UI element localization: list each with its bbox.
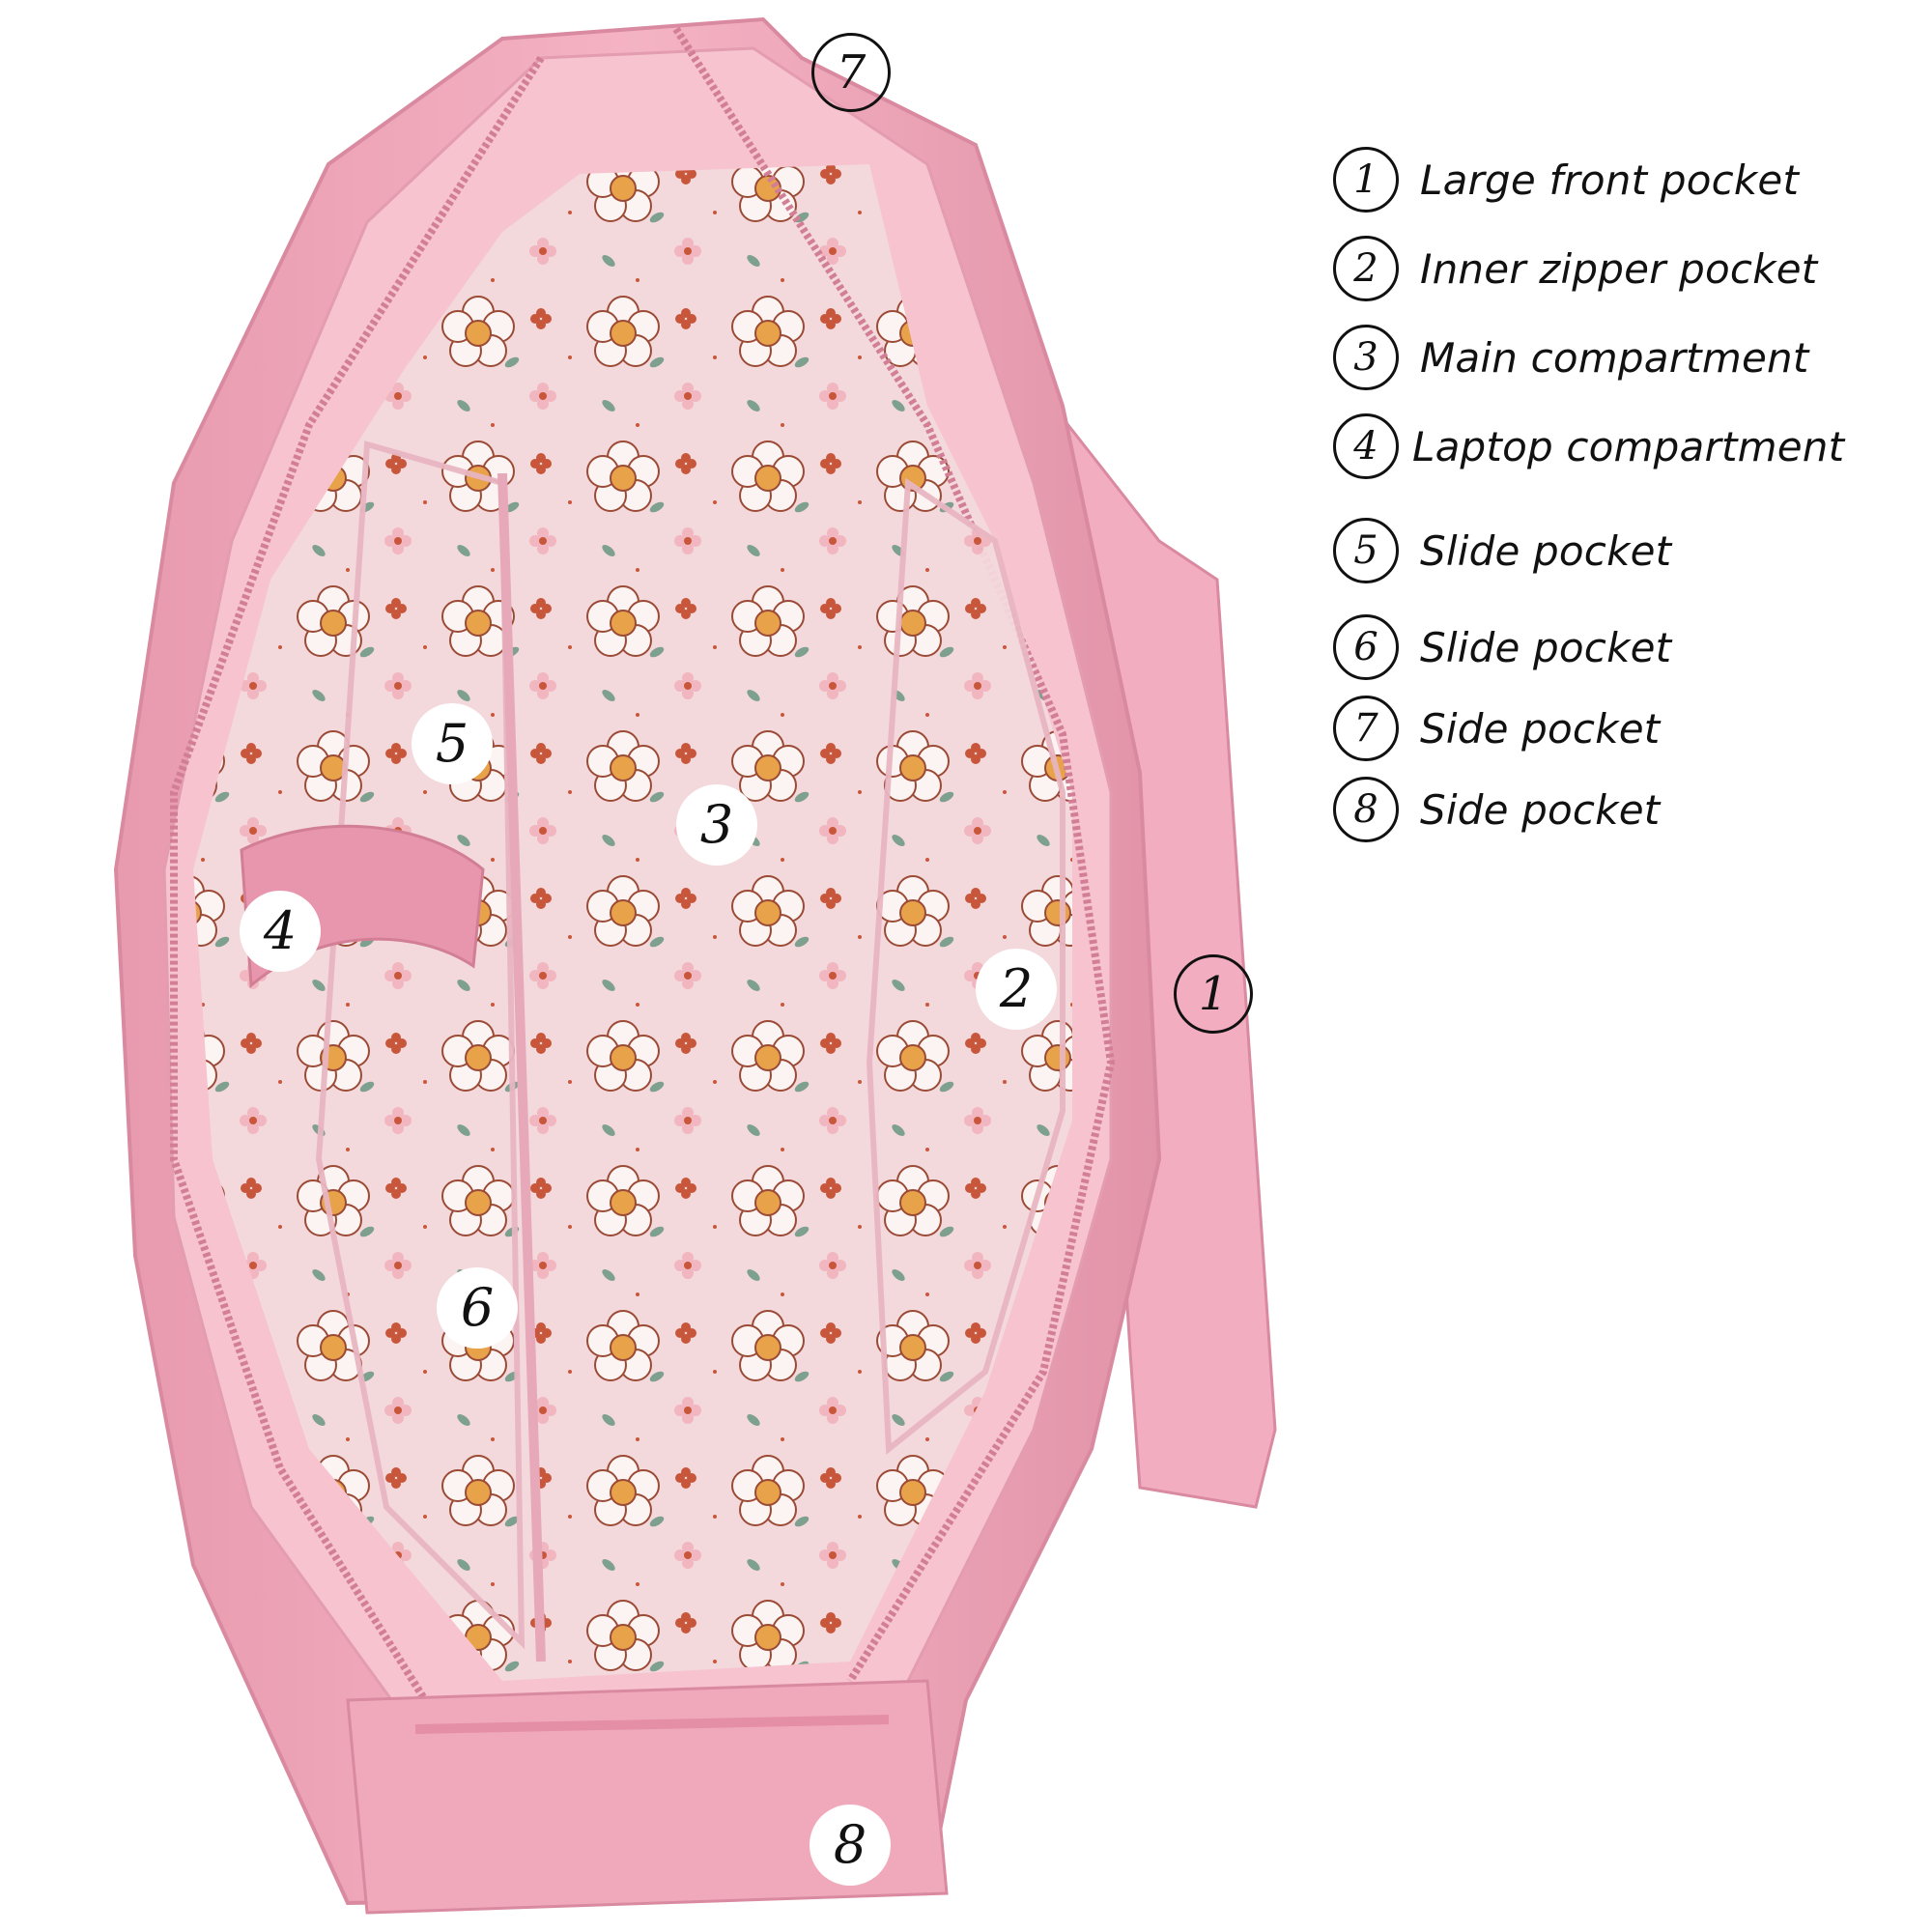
legend-label: Side pocket <box>1420 785 1661 834</box>
marker-2: 2 <box>976 949 1057 1030</box>
legend-label: Main compartment <box>1420 333 1809 382</box>
legend-item-7: 7 Side pocket <box>1333 694 1660 763</box>
legend-item-6: 6 Slide pocket <box>1333 612 1671 682</box>
inner-zipper-pocket-panel <box>866 477 1065 1456</box>
marker-5: 5 <box>412 703 493 784</box>
marker-1: 1 <box>1174 954 1253 1034</box>
marker-6: 6 <box>437 1267 518 1349</box>
marker-7: 7 <box>811 33 891 112</box>
legend-label: Inner zipper pocket <box>1420 244 1818 293</box>
legend-label: Large front pocket <box>1420 156 1800 204</box>
legend-label: Slide pocket <box>1420 526 1672 575</box>
legend-item-4: 4 Laptop compartment <box>1333 412 1844 481</box>
marker-8: 8 <box>810 1804 891 1886</box>
legend-number-badge: 3 <box>1333 325 1399 390</box>
marker-4: 4 <box>240 891 321 972</box>
legend-label: Laptop compartment <box>1412 422 1845 470</box>
legend-number-badge: 8 <box>1333 777 1399 842</box>
side-pocket-bottom <box>346 1679 949 1915</box>
legend-item-5: 5 Slide pocket <box>1333 516 1671 585</box>
legend-label: Side pocket <box>1420 704 1661 753</box>
zipper-left <box>170 55 545 1703</box>
zipper-right <box>672 26 1116 1684</box>
legend-number-badge: 1 <box>1333 147 1399 213</box>
legend-number-badge: 6 <box>1333 614 1399 680</box>
legend-label: Slide pocket <box>1420 623 1672 671</box>
legend-item-8: 8 Side pocket <box>1333 775 1660 844</box>
legend-item-3: 3 Main compartment <box>1333 323 1809 392</box>
marker-3: 3 <box>676 784 757 866</box>
legend-number-badge: 7 <box>1333 696 1399 761</box>
legend-item-2: 2 Inner zipper pocket <box>1333 234 1817 303</box>
legend-number-badge: 5 <box>1333 518 1399 583</box>
legend-item-1: 1 Large front pocket <box>1333 145 1799 214</box>
legend-number-badge: 4 <box>1333 413 1399 479</box>
legend-number-badge: 2 <box>1333 236 1399 301</box>
